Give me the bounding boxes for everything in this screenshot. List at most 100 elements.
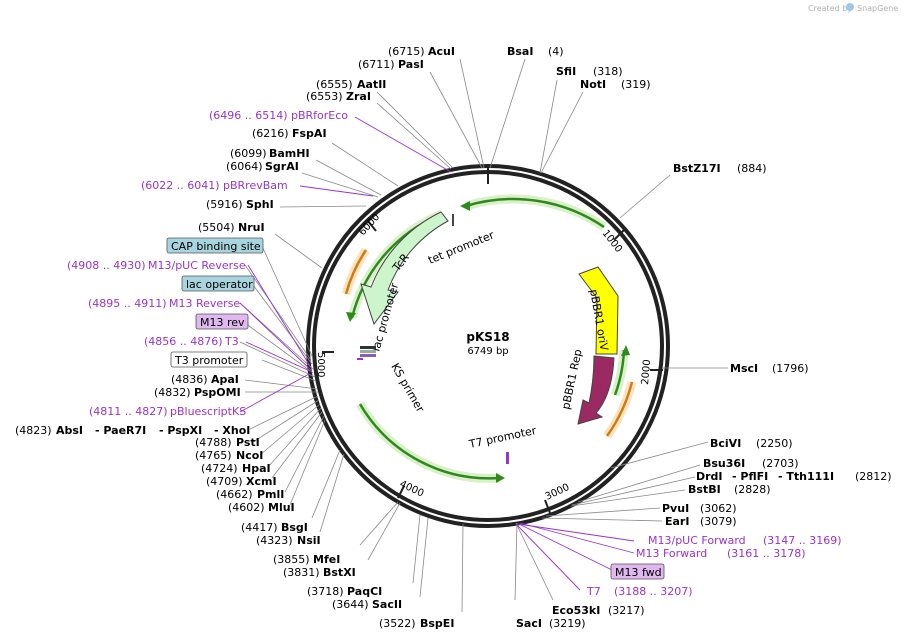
svg-text:(3855): (3855)	[273, 553, 310, 566]
label-bstbi: BstBI (2828)	[688, 483, 771, 496]
label-sphi: (5916) SphI	[206, 198, 274, 211]
svg-text:(5504): (5504)	[198, 221, 235, 234]
svg-text:(4836): (4836)	[171, 373, 208, 386]
credit-brand: SnapGene	[857, 4, 898, 13]
label-bspei: (3522) BspEI	[379, 617, 454, 630]
svg-text:(6555): (6555)	[316, 78, 353, 91]
tick-2000: 2000	[640, 359, 653, 385]
ks-primer-label: KS primer	[388, 361, 427, 415]
svg-text:(4709): (4709)	[206, 475, 243, 488]
svg-text:(4): (4)	[548, 45, 564, 58]
svg-text:NsiI: NsiI	[297, 534, 321, 547]
label-ncoi: (4765) NcoI	[195, 449, 263, 462]
pbbr1-rep-gene-arrow	[577, 355, 615, 425]
svg-text:(2250): (2250)	[756, 437, 793, 450]
label-apai: (4836) ApaI	[171, 373, 239, 386]
svg-text:T7: T7	[586, 585, 601, 598]
label-hpai: (4724) HpaI	[201, 462, 271, 475]
label-msci: MscI (1796)	[730, 362, 809, 375]
svg-text:EarI: EarI	[665, 515, 689, 528]
svg-text:NruI: NruI	[238, 221, 265, 234]
tick-marks	[322, 167, 663, 514]
svg-text:pBluescriptKS: pBluescriptKS	[170, 405, 246, 418]
svg-text:(3188 .. 3207): (3188 .. 3207)	[614, 585, 693, 598]
svg-text:PmlI: PmlI	[257, 488, 284, 501]
svg-text:CAP binding site: CAP binding site	[171, 240, 261, 253]
svg-text:(1796): (1796)	[772, 362, 809, 375]
svg-text:(4811 .. 4827): (4811 .. 4827)	[89, 405, 168, 418]
svg-text:(6022 .. 6041): (6022 .. 6041)	[141, 179, 220, 192]
svg-text:PvuI: PvuI	[662, 502, 689, 515]
svg-text:(3079): (3079)	[700, 515, 737, 528]
leader-lines	[239, 58, 728, 613]
svg-text:MluI: MluI	[268, 501, 295, 514]
svg-text:(6099): (6099)	[230, 147, 267, 160]
purple-leader-lines	[239, 116, 635, 591]
tick-5000: 5000	[315, 352, 326, 377]
svg-text:(884): (884)	[737, 162, 767, 175]
label-sfii: SfiI (318)	[556, 65, 623, 78]
label-bamhi: (6099) BamHI	[230, 147, 310, 160]
svg-text:T3: T3	[224, 335, 239, 348]
label-cap-binding-site: CAP binding site	[166, 237, 264, 254]
label-bstxi: (3831) BstXI	[283, 566, 356, 579]
svg-text:BstBI: BstBI	[688, 483, 721, 496]
svg-text:(4323): (4323)	[256, 534, 293, 547]
label-eco53ki: Eco53kI (3217)	[552, 604, 645, 617]
label-nrui: (5504) NruI	[198, 221, 265, 234]
svg-text:(3644): (3644)	[332, 598, 369, 611]
svg-text:BamHI: BamHI	[269, 147, 310, 160]
svg-text:PaqCI: PaqCI	[347, 585, 382, 598]
svg-text:FspAI: FspAI	[292, 127, 327, 140]
svg-text:AcuI: AcuI	[428, 45, 455, 58]
svg-text:M13 Forward: M13 Forward	[636, 547, 707, 560]
label-m13puc-reverse: (4908 .. 4930) M13/pUC Reverse	[67, 259, 246, 272]
svg-text:BsgI: BsgI	[281, 521, 308, 534]
svg-text:M13/pUC Reverse: M13/pUC Reverse	[148, 259, 246, 272]
svg-text:(6216): (6216)	[252, 127, 289, 140]
svg-text:BstZ17I: BstZ17I	[673, 162, 721, 175]
svg-text:BciVI: BciVI	[710, 437, 741, 450]
svg-text:AbsI: AbsI	[56, 424, 83, 437]
label-pbrrevbam: (6022 .. 6041) pBRrevBam	[141, 179, 288, 192]
svg-text:SphI: SphI	[246, 198, 274, 211]
svg-text:(6496 .. 6514): (6496 .. 6514)	[209, 109, 288, 122]
svg-text:(3161 .. 3178): (3161 .. 3178)	[727, 547, 806, 560]
svg-text:M13 rev: M13 rev	[200, 316, 245, 329]
svg-text:AatII: AatII	[357, 78, 386, 91]
svg-text:(3718): (3718)	[307, 585, 344, 598]
svg-text:- XhoI: - XhoI	[214, 424, 250, 437]
svg-text:- PaeR7I: - PaeR7I	[95, 424, 146, 437]
svg-text:SacI: SacI	[516, 617, 542, 630]
tet-promoter-label: tet promoter	[426, 228, 496, 266]
svg-text:(6064): (6064)	[226, 160, 263, 173]
svg-text:(4724): (4724)	[201, 462, 238, 475]
svg-text:SacII: SacII	[372, 598, 402, 611]
svg-text:(3219): (3219)	[549, 617, 586, 630]
svg-text:PasI: PasI	[398, 58, 424, 71]
svg-text:DrdI: DrdI	[696, 470, 723, 483]
svg-text:(2812): (2812)	[855, 470, 892, 483]
label-pasi: (6711) PasI	[358, 58, 424, 71]
svg-text:Eco53kI: Eco53kI	[552, 604, 600, 617]
tcr-gene-arrow	[360, 211, 449, 326]
svg-text:(4832): (4832)	[154, 386, 191, 399]
svg-text:(4908 .. 4930): (4908 .. 4930)	[67, 259, 146, 272]
label-xcmi: (4709) XcmI	[206, 475, 277, 488]
label-sgrai: (6064) SgrAI	[226, 160, 299, 173]
svg-text:lac operator: lac operator	[186, 278, 253, 291]
svg-text:(319): (319)	[621, 78, 651, 91]
label-lac-operator: lac operator	[181, 275, 255, 292]
label-paqci: (3718) PaqCI	[307, 585, 382, 598]
svg-text:NcoI: NcoI	[236, 449, 263, 462]
svg-text:(4765): (4765)	[195, 449, 232, 462]
svg-text:(5916): (5916)	[206, 198, 243, 211]
label-absi-group: (4823) AbsI - PaeR7I - PspXI - XhoI	[15, 424, 250, 437]
label-pbrforeco: (6496 .. 6514) pBRforEco	[209, 109, 348, 122]
svg-text:(4856 .. 4876): (4856 .. 4876)	[144, 335, 223, 348]
svg-text:(4788): (4788)	[195, 436, 232, 449]
credit-prefix: Created by	[808, 4, 852, 13]
snapgene-logo-icon	[846, 3, 854, 11]
svg-text:(3062): (3062)	[700, 502, 737, 515]
svg-text:SgrAI: SgrAI	[265, 160, 299, 173]
